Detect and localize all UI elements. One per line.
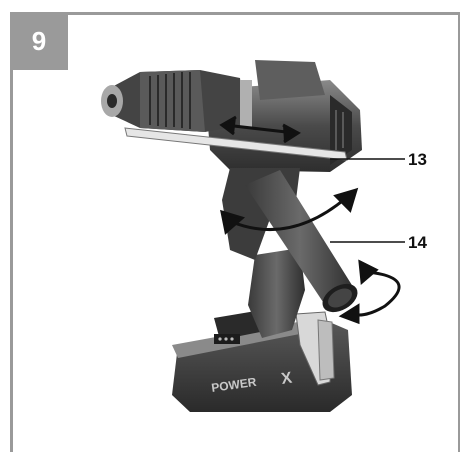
- motion-arrows: [219, 115, 401, 325]
- slide-arrow-icon: [219, 115, 301, 144]
- auxiliary-handle: [245, 170, 358, 313]
- battery-pack: POWER X: [172, 310, 352, 412]
- battery-brand-mark: X: [280, 370, 293, 388]
- callout-13-label: 13: [408, 150, 427, 169]
- figure-number-badge: 9: [10, 12, 68, 70]
- rotate-handle-arrow-icon: [220, 187, 359, 235]
- drill-chuck: [101, 70, 252, 132]
- main-grip: [248, 248, 305, 338]
- callout-14-label: 14: [408, 233, 427, 252]
- figure-frame: [10, 12, 460, 452]
- depth-stop-rod: [124, 127, 348, 161]
- rotate-grip-arrow-icon: [338, 259, 401, 325]
- battery-brand-text: POWER: [210, 375, 257, 395]
